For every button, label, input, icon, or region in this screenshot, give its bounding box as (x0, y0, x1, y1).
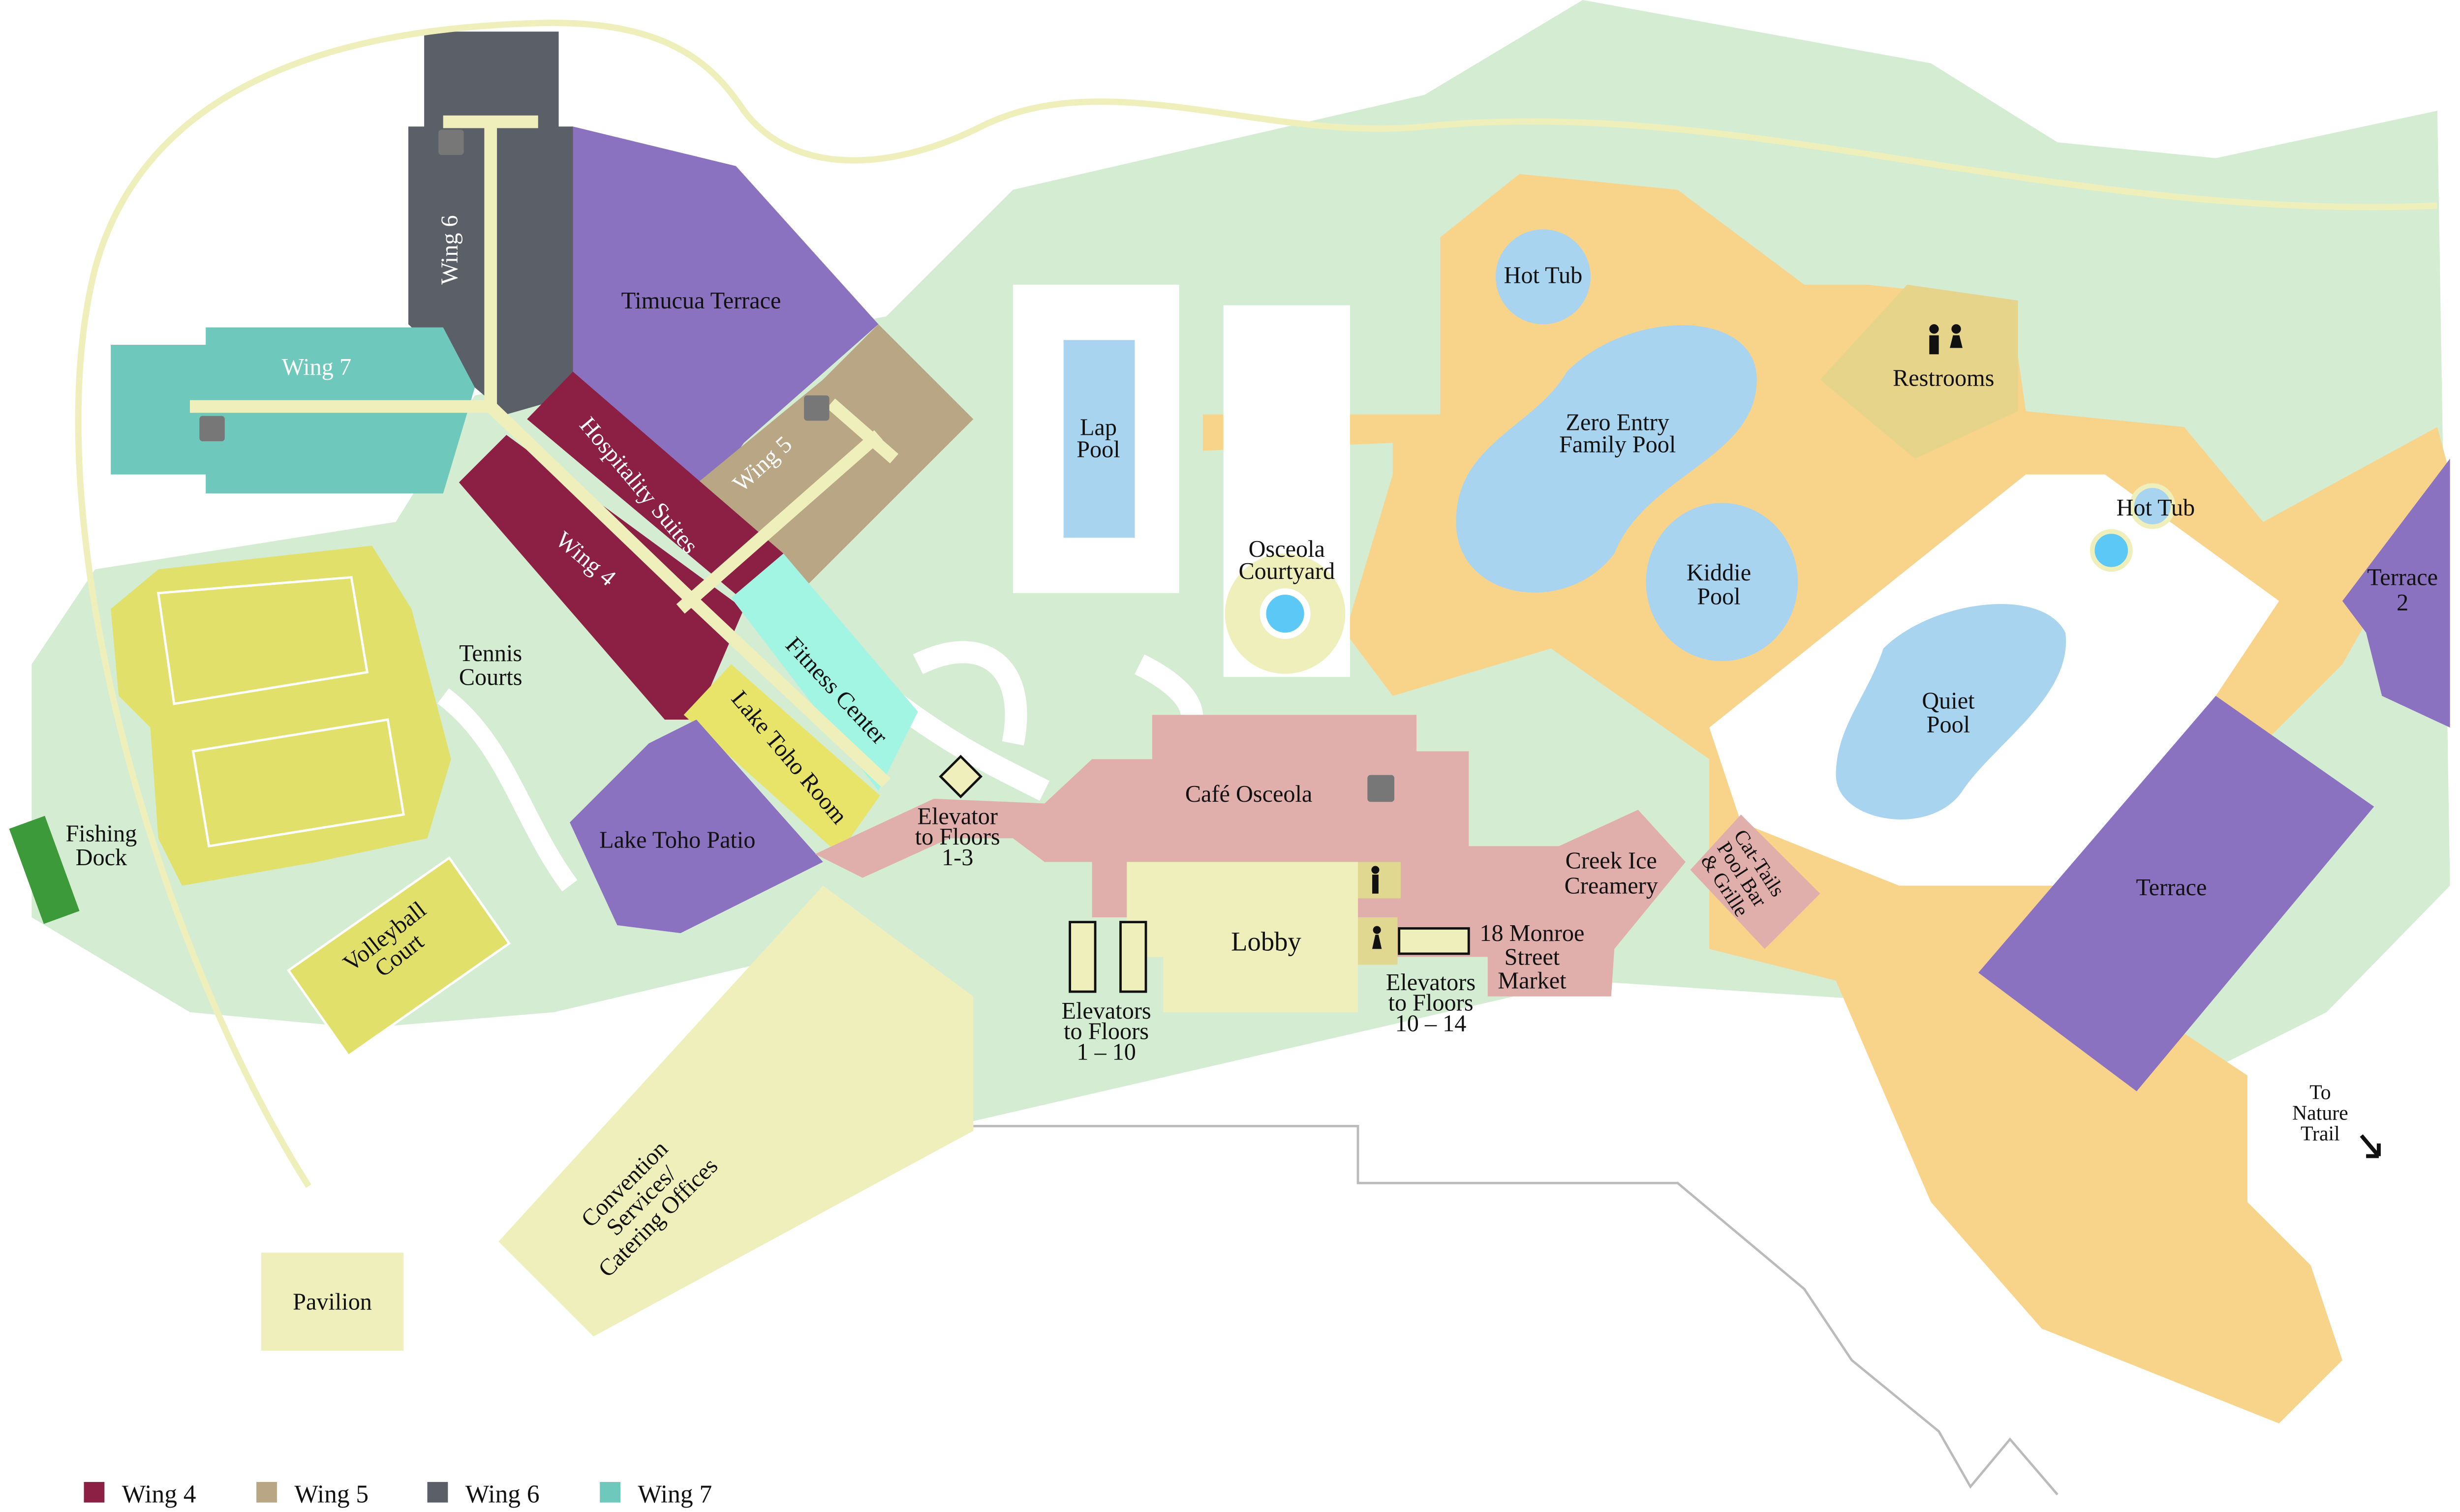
legend-swatch-wing-5 (256, 1482, 277, 1503)
terrace-2 (2342, 458, 2450, 728)
legend-swatch-wing-6 (427, 1482, 448, 1503)
lap-pool (1063, 340, 1135, 538)
legend-swatch-wing-7 (600, 1482, 620, 1503)
label-hot-tub-2: Hot Tub (2117, 495, 2195, 521)
restrooms-area (1820, 284, 2018, 459)
label-timucua-terrace: Timucua Terrace (621, 288, 781, 314)
zero-entry-pool (1456, 325, 1757, 593)
hot-tub-pool-2 (2129, 483, 2176, 529)
nature-trail-arrow (2360, 1134, 2381, 1158)
legend-label-wing-4: Wing 4 (122, 1481, 196, 1509)
restroom-icon (1371, 324, 1963, 949)
label-wing-6: Wing 6 (437, 215, 463, 284)
label-restrooms: Restrooms (1893, 365, 1994, 392)
lake-toho-patio (570, 720, 823, 934)
restroom-mens (1358, 862, 1401, 899)
fountain (1260, 588, 1311, 639)
label-lake-toho-patio: Lake Toho Patio (599, 827, 755, 853)
property-boundary (973, 1125, 2059, 1496)
legend-label-wing-6: Wing 6 (465, 1481, 540, 1509)
label-cafe-osceola: Café Osceola (1185, 781, 1313, 807)
cat-tails-area (1690, 814, 1820, 949)
legend-label-wing-7: Wing 7 (638, 1481, 712, 1509)
cafe-osceola-area (815, 715, 1686, 997)
legend-label-wing-5: Wing 5 (294, 1481, 369, 1509)
label-hot-tub: Hot Tub (1504, 263, 1583, 289)
lobby-area (1127, 862, 1358, 1012)
label-pavilion: Pavilion (293, 1289, 372, 1315)
terrace (1978, 696, 2374, 1091)
wing-4 (459, 435, 744, 720)
kiddie-pool (1646, 503, 1798, 662)
hot-tub-pool (1495, 229, 1591, 325)
walkway (437, 688, 578, 892)
stairs-icon (199, 129, 1395, 802)
elevator-bank-10-14 (1398, 927, 1470, 955)
pavilion (261, 1252, 404, 1351)
corridor (190, 115, 898, 788)
convention-services (498, 885, 974, 1337)
tennis-court-lines (156, 576, 405, 848)
lake-toho-room (683, 664, 880, 854)
label-terrace: Terrace (2136, 875, 2207, 901)
trail (75, 20, 2438, 1188)
map-labels: Wing 6 Timucua Terrace Wing 7 Wing 5 Hos… (65, 215, 2438, 1315)
label-wing-7: Wing 7 (282, 354, 351, 380)
quiet-pool (1836, 604, 2066, 819)
hot-tub-pool-3 (2090, 529, 2133, 572)
elevator-1-3-icon (939, 755, 983, 799)
tennis-courts (111, 545, 451, 886)
volleyball-court (287, 856, 511, 1058)
elevator-bank-1-10 (1069, 921, 1147, 993)
fishing-dock (9, 816, 80, 924)
legend-swatch-wing-4 (84, 1482, 105, 1503)
label-lobby: Lobby (1231, 927, 1301, 957)
hospitality-suites (527, 371, 784, 601)
fitness-center (731, 553, 918, 791)
timucua-terrace (573, 126, 879, 522)
legend: Wing 4 Wing 5 Wing 6 Wing 7 (84, 1481, 712, 1509)
